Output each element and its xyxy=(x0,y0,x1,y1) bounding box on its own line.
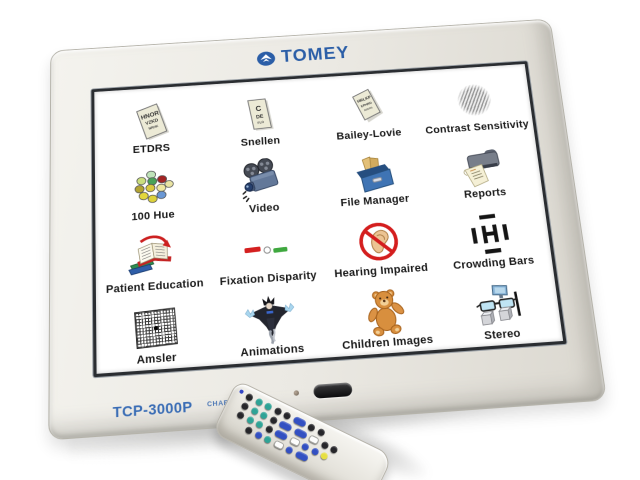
remote-button[interactable] xyxy=(316,427,326,437)
stereo-glasses-icon xyxy=(471,278,528,330)
ir-sensor-cluster xyxy=(293,382,353,400)
menu-item-stereo[interactable]: Stereo xyxy=(438,267,560,347)
remote-button[interactable] xyxy=(319,440,330,450)
remote-button[interactable] xyxy=(294,449,309,462)
svg-text:NRHK: NRHK xyxy=(148,124,159,131)
remote-button[interactable] xyxy=(249,406,260,416)
remote-button[interactable] xyxy=(263,434,273,445)
power-led xyxy=(293,390,300,396)
open-book-icon xyxy=(127,231,183,282)
menu-item-label: Amsler xyxy=(136,351,177,367)
menu-item-patient-education[interactable]: Patient Education xyxy=(97,220,212,298)
remote-button[interactable] xyxy=(288,436,301,447)
remote-button[interactable] xyxy=(282,410,292,421)
menu-item-100-hue[interactable]: 100 Hue xyxy=(97,152,209,227)
remote-button[interactable] xyxy=(245,415,255,425)
etdrs-icon: HNOR VZKD NRHK xyxy=(128,98,174,145)
svg-text:HNOR: HNOR xyxy=(140,109,160,121)
menu-item-label: Stereo xyxy=(483,327,522,343)
svg-text:VZKD: VZKD xyxy=(145,117,160,126)
remote-button[interactable] xyxy=(307,434,320,446)
bailey-lovie-icon: HRLKP EPHRD NZKCH xyxy=(343,84,391,130)
remote-button[interactable] xyxy=(240,401,250,411)
remote-button[interactable] xyxy=(329,444,339,455)
remote-button[interactable] xyxy=(268,415,279,425)
ir-sensor-window xyxy=(313,382,353,399)
remote-button[interactable] xyxy=(254,397,264,407)
menu-item-file-manager[interactable]: File Manager xyxy=(315,138,431,212)
menu-item-label: Video xyxy=(248,201,280,216)
hue-dots-icon xyxy=(128,163,176,212)
remote-button[interactable] xyxy=(254,419,265,430)
remote-button[interactable] xyxy=(310,446,320,456)
movie-projector-icon xyxy=(237,156,289,204)
fixation-bars-icon xyxy=(241,224,292,274)
brand-logo: TOMEY xyxy=(256,44,350,69)
remote-button[interactable] xyxy=(244,425,254,435)
svg-text:FLO: FLO xyxy=(257,120,265,125)
remote-button[interactable] xyxy=(264,424,274,434)
remote-button[interactable] xyxy=(272,439,285,451)
remote-button[interactable] xyxy=(263,401,273,412)
contrast-sensitivity-icon xyxy=(455,77,494,122)
remote-button[interactable] xyxy=(284,445,294,455)
animated-character-icon xyxy=(244,294,298,347)
menu-item-amsler[interactable]: Amsler xyxy=(98,290,215,371)
menu-item-bailey-lovie[interactable]: HRLKP EPHRD NZKCH Bailey-Lovie xyxy=(311,74,424,146)
svg-text:DE: DE xyxy=(256,113,265,120)
remote-button[interactable] xyxy=(273,406,283,416)
svg-text:C: C xyxy=(255,103,262,112)
chart-screen: HNOR VZKD NRHK ETDRS xyxy=(91,61,567,378)
file-drawer-icon xyxy=(346,149,399,197)
crowding-bars-icon xyxy=(465,209,516,259)
snellen-icon: C DE FLO xyxy=(238,91,281,137)
menu-item-snellen[interactable]: C DE FLO Snellen xyxy=(204,81,316,153)
model-name: TCP-3000P xyxy=(112,397,193,421)
menu-item-label: Children Images xyxy=(341,333,434,353)
chart-panel-device: TOMEY HNOR VZKD NRHK xyxy=(48,18,608,441)
tomey-logo-icon xyxy=(256,51,276,67)
printer-icon xyxy=(455,142,509,190)
menu-item-contrast-sensitivity[interactable]: Contrast Sensitivity xyxy=(417,67,532,138)
menu-item-reports[interactable]: Reports xyxy=(424,131,541,205)
svg-text:HRLKP: HRLKP xyxy=(356,94,371,103)
remote-button[interactable] xyxy=(319,451,329,461)
menu-item-video[interactable]: Video xyxy=(206,145,320,220)
menu-item-hearing-impaired[interactable]: Hearing Impaired xyxy=(320,205,438,282)
menu-item-animations[interactable]: Animations xyxy=(212,282,331,363)
remote-button[interactable] xyxy=(253,430,263,440)
remote-button[interactable] xyxy=(259,410,269,421)
remote-button[interactable] xyxy=(244,392,255,402)
menu-item-crowding-bars[interactable]: Crowding Bars xyxy=(431,197,551,274)
svg-text:NZKCH: NZKCH xyxy=(364,106,373,112)
amsler-grid-icon xyxy=(134,302,178,354)
remote-button[interactable] xyxy=(235,410,246,420)
svg-text:EPHRD: EPHRD xyxy=(360,100,373,108)
menu-grid: HNOR VZKD NRHK ETDRS xyxy=(96,67,561,372)
menu-item-children-images[interactable]: Children Images xyxy=(325,275,446,356)
brand-name: TOMEY xyxy=(280,43,351,67)
teddy-bear-icon xyxy=(359,286,412,338)
remote-led xyxy=(238,388,245,395)
remote-button[interactable] xyxy=(306,422,317,433)
remote-button[interactable] xyxy=(300,442,311,452)
ear-prohibited-icon xyxy=(354,216,404,266)
menu-item-fixation-disparity[interactable]: Fixation Disparity xyxy=(209,212,325,290)
menu-item-etdrs[interactable]: HNOR VZKD NRHK ETDRS xyxy=(96,88,206,160)
